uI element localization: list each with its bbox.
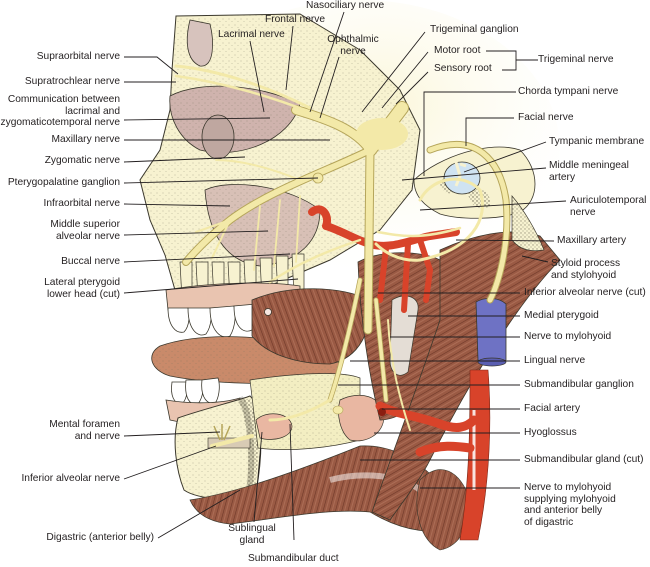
label-inferior-alveolar-nerve: Inferior alveolar nerve <box>21 473 120 484</box>
label-hyoglossus: Hyoglossus <box>524 427 577 438</box>
label-maxillary-nerve: Maxillary nerve <box>51 134 120 145</box>
lower-teeth <box>171 377 220 405</box>
frontal-sinus <box>186 19 213 67</box>
label-frontal-nerve: Frontal nerve <box>265 14 326 25</box>
mastoid-stipple <box>512 196 544 251</box>
label-lingual-nerve: Lingual nerve <box>524 355 586 366</box>
leader-facial-nerve <box>465 117 514 146</box>
label-submandibular-ganglion: Submandibular ganglion <box>524 379 634 390</box>
label-facial-nerve: Facial nerve <box>518 112 574 123</box>
leader-middle-superior-alveolar <box>123 230 269 236</box>
label-mental-foramen-nerve: Mental foramen and nerve <box>49 419 120 442</box>
leader-pterygopalatine <box>123 177 319 184</box>
leader-tympanic-membrane <box>463 141 547 173</box>
label-sensory-root: Sensory root <box>434 63 492 74</box>
leader-maxillary-artery <box>455 239 555 242</box>
label-trigeminal-nerve: Trigeminal nerve <box>538 54 614 65</box>
sinus-stipple <box>205 184 320 266</box>
leader-middle-meningeal <box>401 167 547 181</box>
label-zygomatic-nerve: Zygomatic nerve <box>44 155 120 166</box>
inferior-alveolar-artery <box>377 245 389 303</box>
label-medial-pterygoid: Medial pterygoid <box>524 310 599 321</box>
leader-auriculotemporal <box>419 200 567 211</box>
label-chorda-tympani-nerve: Chorda tympani nerve <box>518 86 619 97</box>
label-styloid-process-stylohyoid: Styloid process and stylohyoid <box>551 258 621 281</box>
leader-chorda-tympani <box>423 91 516 176</box>
leader-trigeminal-bracket <box>486 50 538 71</box>
label-ophthalmic-nerve: Ophthalmic nerve <box>327 34 379 57</box>
label-infraorbital-nerve: Infraorbital nerve <box>43 198 120 209</box>
label-lacrimal-nerve: Lacrimal nerve <box>218 29 285 40</box>
internal-jugular-vein <box>475 298 507 365</box>
nerves <box>174 64 511 431</box>
leader-frontal <box>285 25 294 91</box>
leader-styloid <box>521 255 549 263</box>
leader-nasociliary <box>309 11 345 113</box>
parotid-duct-opening <box>264 308 272 316</box>
label-digastric-anterior-belly: Digastric (anterior belly) <box>46 532 154 543</box>
label-maxillary-artery: Maxillary artery <box>557 235 627 246</box>
vein-cut-end <box>477 357 507 367</box>
label-nerve-to-mylohyoid-supplying: Nerve to mylohyoid supplying mylohyoid a… <box>524 482 616 528</box>
label-nerve-to-mylohyoid: Nerve to mylohyoid <box>524 331 612 342</box>
label-inferior-alveolar-nerve-cut: Inferior alveolar nerve (cut) <box>524 287 646 298</box>
inferior-alveolar-nerve-in-canal <box>210 434 254 448</box>
submandibular-gland <box>338 394 385 442</box>
skull-stipple <box>140 14 420 300</box>
leader-communication <box>123 117 271 121</box>
facial-artery-vessel <box>375 401 479 432</box>
leader-buccal <box>123 253 291 263</box>
label-sublingual-gland: Sublingual gland <box>228 523 276 546</box>
leader-lacrimal <box>249 40 265 113</box>
leader-digastric <box>157 489 241 539</box>
leader-zygomatic <box>123 156 246 163</box>
label-pterygopalatine-ganglion: Pterygopalatine ganglion <box>7 177 120 188</box>
label-submandibular-duct: Submandibular duct <box>248 553 339 564</box>
label-trigeminal-ganglion: Trigeminal ganglion <box>430 24 519 35</box>
buccinator-muscle <box>251 288 371 365</box>
tympanic-membrane-disc <box>443 161 481 195</box>
leader-sensory-root <box>395 71 429 105</box>
label-supratrochlear-nerve: Supratrochlear nerve <box>24 76 120 87</box>
leader-submandibular-duct <box>289 423 295 541</box>
label-auriculotemporal-nerve: Auriculotemporal nerve <box>570 195 647 218</box>
leader-sublingual <box>253 431 263 523</box>
leader-infraorbital <box>123 203 231 207</box>
leader-mental-foramen <box>123 431 221 437</box>
label-motor-root: Motor root <box>434 45 481 56</box>
label-nasociliary-nerve: Nasociliary nerve <box>306 0 385 11</box>
label-facial-artery: Facial artery <box>524 403 581 414</box>
label-middle-superior-alveolar-nerve: Middle superior alveolar nerve <box>50 219 120 242</box>
leader-supraorbital <box>124 56 179 75</box>
maxillary-artery-branch <box>401 237 434 313</box>
leader-inferior-alveolar <box>123 445 217 480</box>
label-communication-lacrimal-zygomaticotemporal: Communication between lacrimal and zygom… <box>0 94 120 128</box>
lingual-artery <box>415 441 475 457</box>
upper-teeth <box>167 303 258 338</box>
ossicles <box>454 161 467 187</box>
leader-trigeminal-ganglion <box>361 31 426 113</box>
label-buccal-nerve: Buccal nerve <box>61 256 120 267</box>
leader-lateral-pterygoid <box>123 278 299 294</box>
label-middle-meningeal-artery: Middle meningeal artery <box>549 160 629 183</box>
leader-motor-root <box>381 51 429 109</box>
label-submandibular-gland-cut: Submandibular gland (cut) <box>524 454 644 465</box>
label-tympanic-membrane: Tympanic membrane <box>549 136 645 147</box>
zygomatic-eye <box>201 114 235 160</box>
facial-artery-cut <box>378 408 386 416</box>
label-supraorbital-nerve: Supraorbital nerve <box>36 51 120 62</box>
leader-ophthalmic <box>319 56 340 119</box>
leader-lines <box>123 11 567 541</box>
mental-nerve-branches <box>213 424 231 441</box>
label-lateral-pterygoid-lower-head: Lateral pterygoid lower head (cut) <box>44 277 120 300</box>
